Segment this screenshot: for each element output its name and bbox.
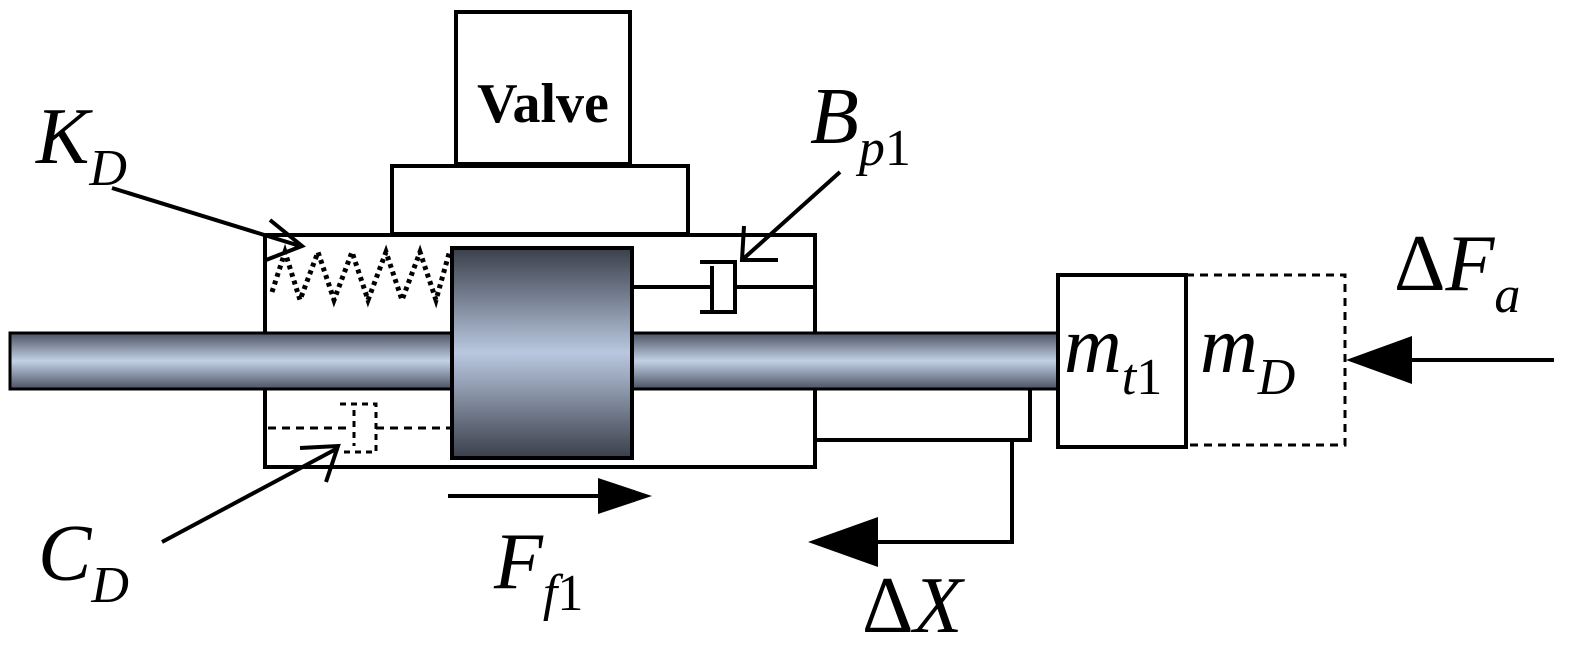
force-arrowhead xyxy=(1346,336,1412,384)
label-delta-fa: ΔFa xyxy=(1394,220,1520,324)
label-md: mD xyxy=(1200,302,1295,406)
mass-t1-box xyxy=(1056,273,1188,449)
mass-d-box xyxy=(1186,273,1347,447)
label-cd: CD xyxy=(38,510,129,614)
label-mt1: mt1 xyxy=(1064,302,1162,406)
label-ff1: Ff1 xyxy=(493,518,583,622)
pointer-bp xyxy=(740,170,842,262)
label-delta-x: ΔX xyxy=(862,562,965,650)
friction-arrowhead xyxy=(598,478,652,514)
pointer-cd xyxy=(161,446,339,544)
spring xyxy=(269,243,453,309)
valve-base xyxy=(390,164,690,236)
pointer-bp-head xyxy=(739,225,778,262)
label-bp1: Bp1 xyxy=(810,73,911,177)
displacement-arrowhead xyxy=(808,517,878,567)
pointer-kd-head xyxy=(265,218,306,262)
valve-box xyxy=(454,10,632,166)
piston xyxy=(450,246,634,460)
pointer-kd xyxy=(111,186,301,248)
label-kd: KD xyxy=(35,93,127,197)
valve-label: Valve xyxy=(477,73,609,135)
pointer-cd-head xyxy=(299,443,341,483)
displacement-leader xyxy=(870,440,1014,544)
displacement-bracket xyxy=(815,390,1032,442)
